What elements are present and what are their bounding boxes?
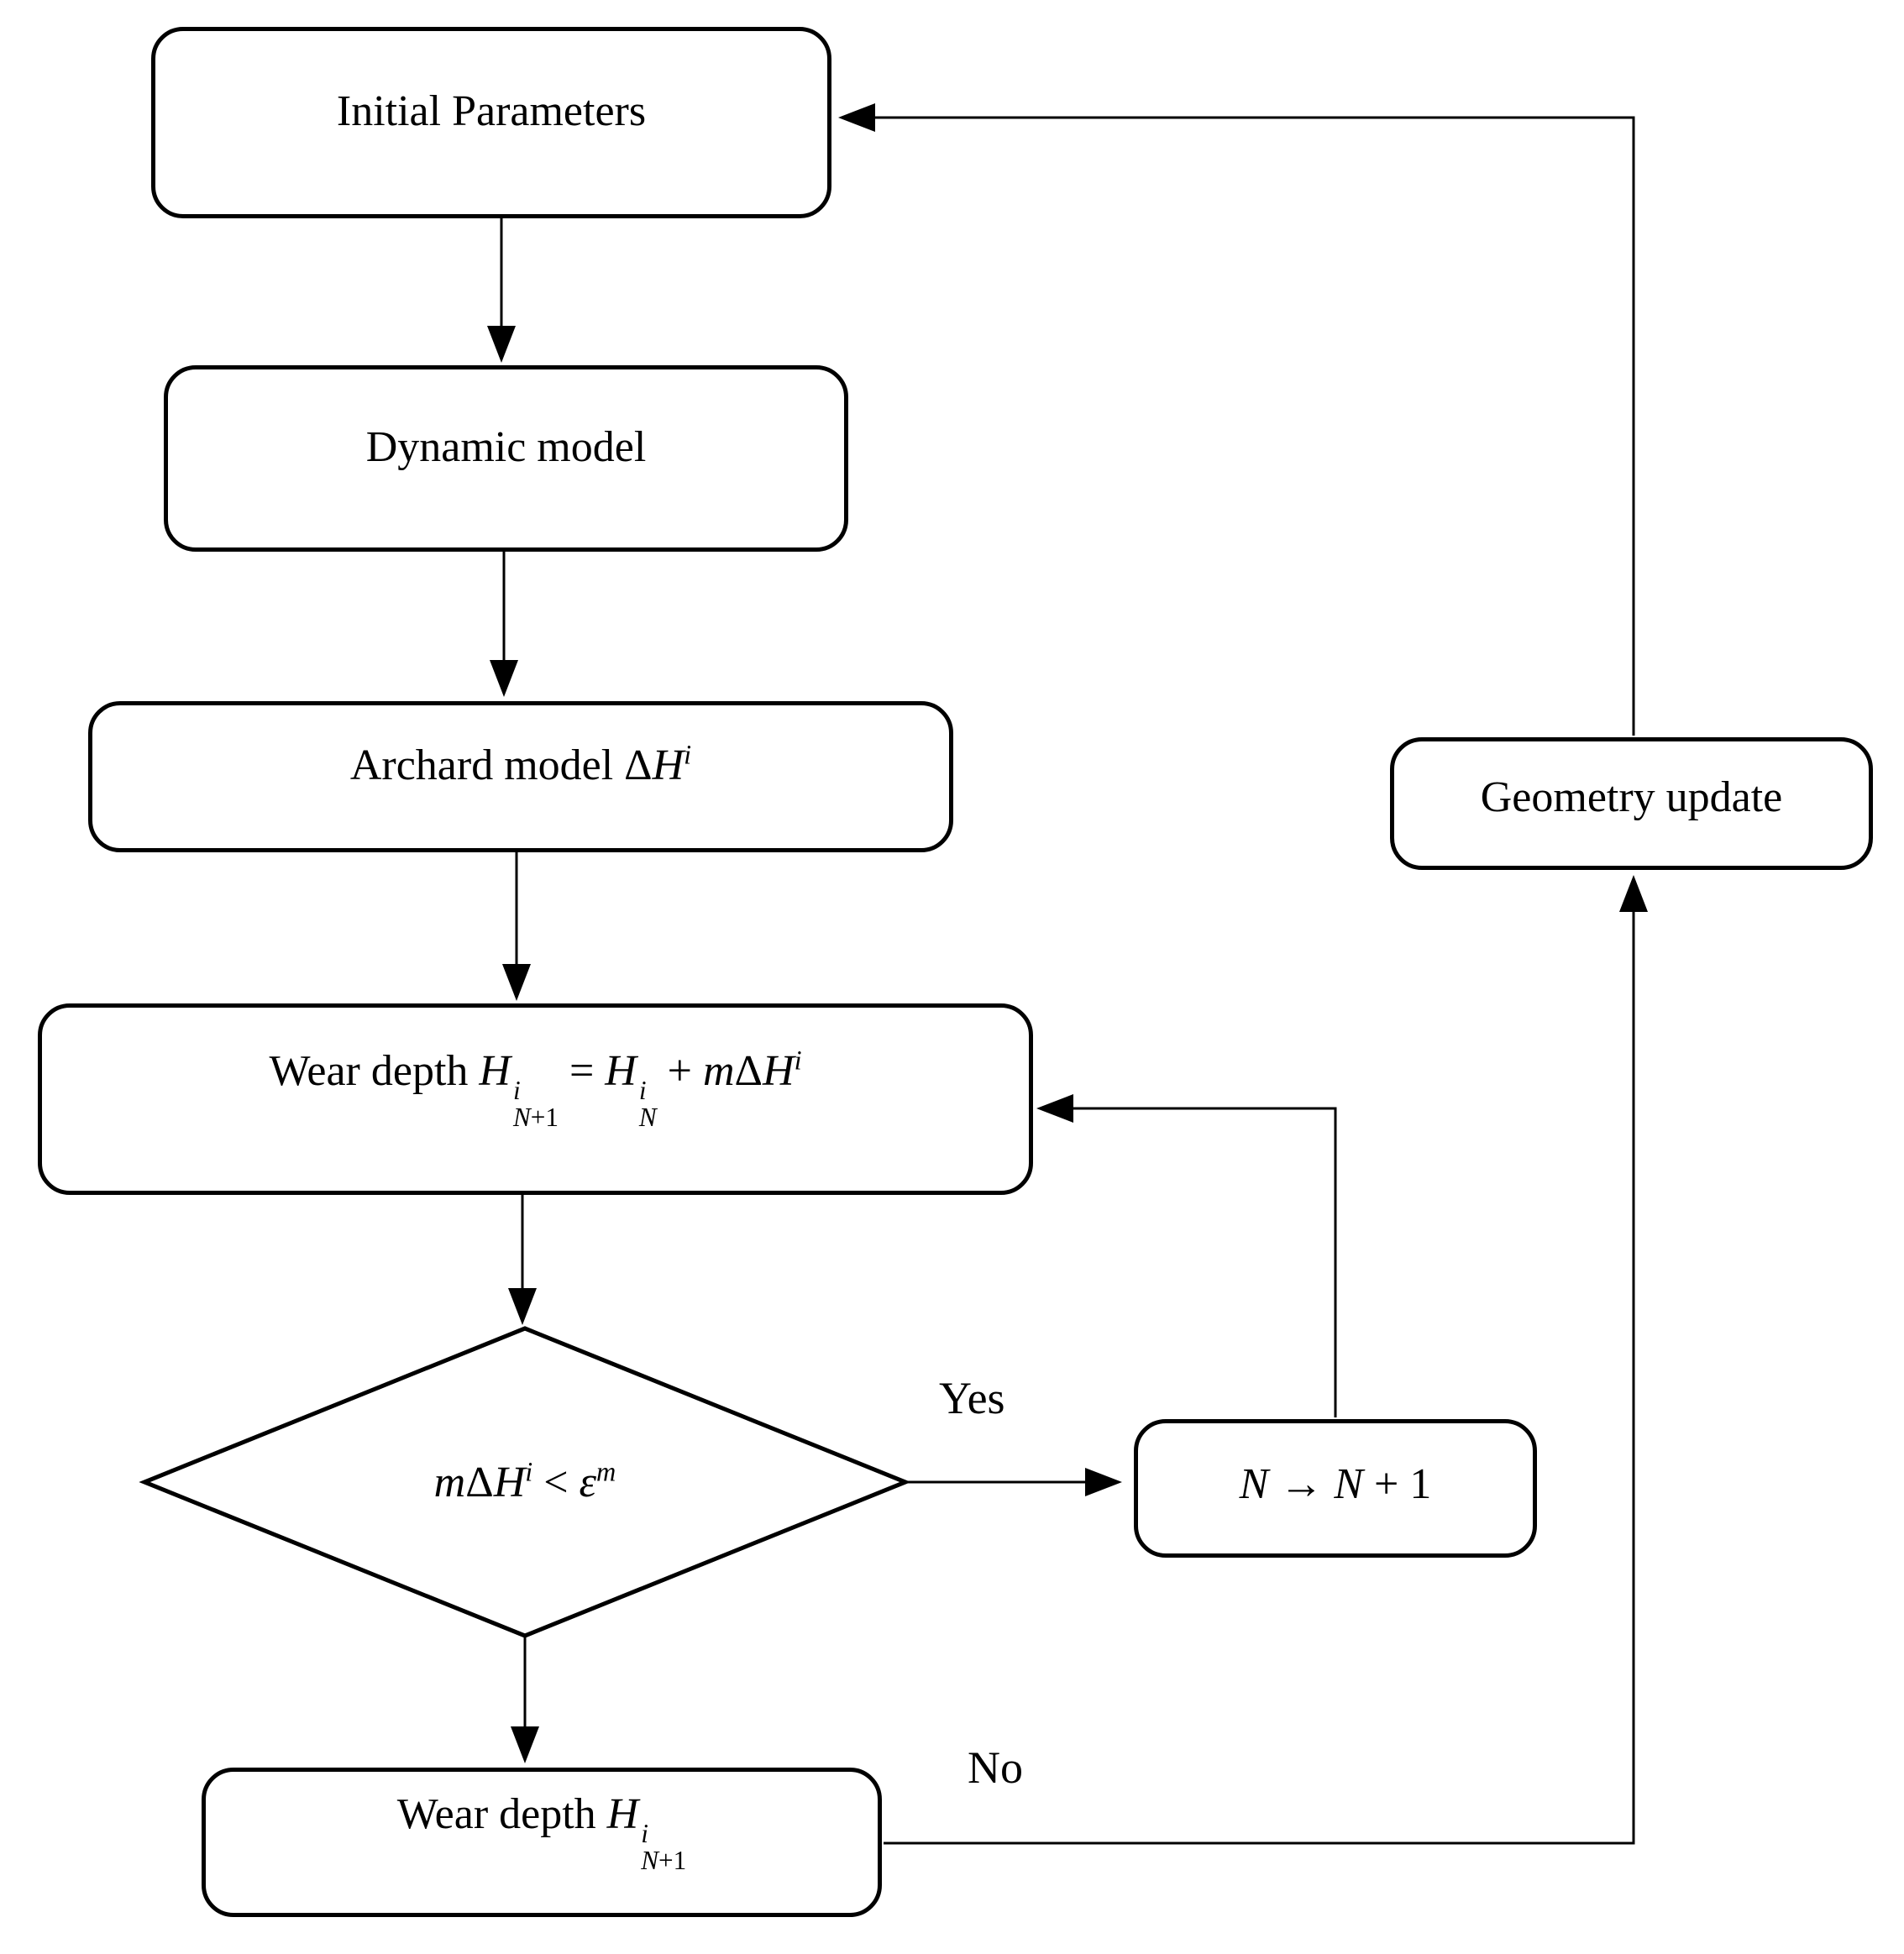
edge-increment-to-wear-update <box>1036 1094 1337 1417</box>
node-dynamic-model: Dynamic model <box>164 365 848 552</box>
edge-decision-to-increment-arrowhead-icon <box>1085 1468 1122 1496</box>
edge-wear-update-to-decision <box>508 1195 537 1325</box>
edge-dynamic-to-archard <box>490 552 518 697</box>
node-increment-n-label: N → N + 1 <box>1239 1459 1432 1508</box>
node-geometry-update: Geometry update <box>1390 737 1873 870</box>
node-increment-n: N → N + 1 <box>1134 1419 1537 1558</box>
node-decision: mΔHi < εm <box>189 1398 861 1566</box>
node-dynamic-model-label: Dynamic model <box>365 423 647 472</box>
edge-dynamic-to-archard-arrowhead-icon <box>490 660 518 697</box>
edge-increment-to-wear-update-line <box>1073 1107 1337 1417</box>
edge-decision-to-wear-final <box>511 1636 539 1763</box>
edge-decision-to-increment <box>905 1468 1122 1496</box>
node-initial-parameters: Initial Parameters <box>151 27 831 218</box>
edge-label-no: No <box>968 1742 1023 1793</box>
edge-initial-to-dynamic <box>487 218 516 363</box>
edge-archard-to-wear-update-arrowhead-icon <box>502 964 531 1001</box>
node-initial-parameters-label: Initial Parameters <box>336 87 647 136</box>
node-archard-model-label: Archard model ΔHi <box>349 739 692 790</box>
edge-geometry-to-initial <box>838 103 1635 736</box>
edge-wear-update-to-decision-arrowhead-icon <box>508 1288 537 1325</box>
edge-label-yes: Yes <box>939 1373 1005 1423</box>
node-decision-label: mΔHi < εm <box>433 1456 616 1506</box>
edge-increment-to-wear-update-arrowhead-icon <box>1036 1094 1073 1123</box>
edge-wear-final-to-geometry-arrowhead-icon <box>1619 875 1648 912</box>
edge-decision-to-wear-final-arrowhead-icon <box>511 1726 539 1763</box>
edge-initial-to-dynamic-arrowhead-icon <box>487 326 516 363</box>
node-archard-model: Archard model ΔHi <box>88 701 953 852</box>
edge-geometry-to-initial-line <box>875 116 1635 736</box>
node-geometry-update-label: Geometry update <box>1480 773 1783 822</box>
edge-archard-to-wear-update <box>502 851 531 1001</box>
edge-geometry-to-initial-arrowhead-icon <box>838 103 875 132</box>
